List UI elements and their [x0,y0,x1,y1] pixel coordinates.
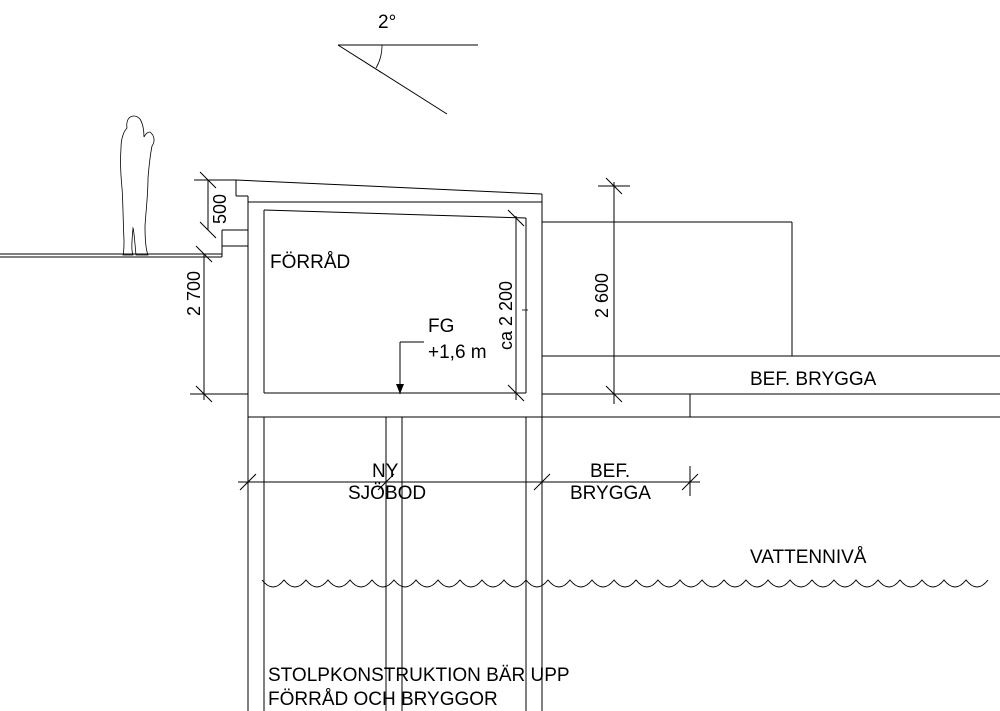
dimension-500-label: 500 [210,194,230,224]
existing-dock-label: BEF. BRYGGA [750,369,877,390]
dimension-2600-label: 2 600 [592,273,612,318]
ground-terrace [0,229,248,258]
dimension-2200-label: ca 2 200 [496,281,516,350]
angle-label: 2° [378,12,396,33]
floor-ref-value: +1,6 m [428,342,487,363]
floor-level-marker [396,341,424,394]
dimension-horizontal [238,466,700,496]
new-boathouse-label-2: SJÖBOD [348,483,426,504]
existing-dock [542,221,1000,418]
existing-dock-bottom-label-2: BRYGGA [570,483,651,504]
new-boathouse-label-1: NY [372,461,399,482]
boathouse-section [235,179,543,711]
room-label: FÖRRÅD [270,252,350,273]
dimension-total-height: 2 700 [184,245,248,403]
dimension-interior-height: ca 2 200 [496,209,528,402]
dimension-2700-label: 2 700 [184,271,204,316]
dimension-parapet: 500 [194,171,236,239]
structure-note-1: STOLPKONSTRUKTION BÄR UPP [268,665,570,686]
human-figure-icon [120,115,155,256]
arrow-down-icon [396,384,404,394]
roof-slope-indicator: 2° [337,12,478,115]
water-level-line [261,579,989,588]
existing-dock-bottom-label-1: BEF. [590,461,630,482]
water-level-label: VATTENNIVÅ [750,547,867,568]
floor-ref-label: FG [428,316,454,337]
structure-note-2: FÖRRÅD OCH BRYGGOR [268,689,498,710]
dimension-upper-deck: 2 600 [592,177,630,404]
